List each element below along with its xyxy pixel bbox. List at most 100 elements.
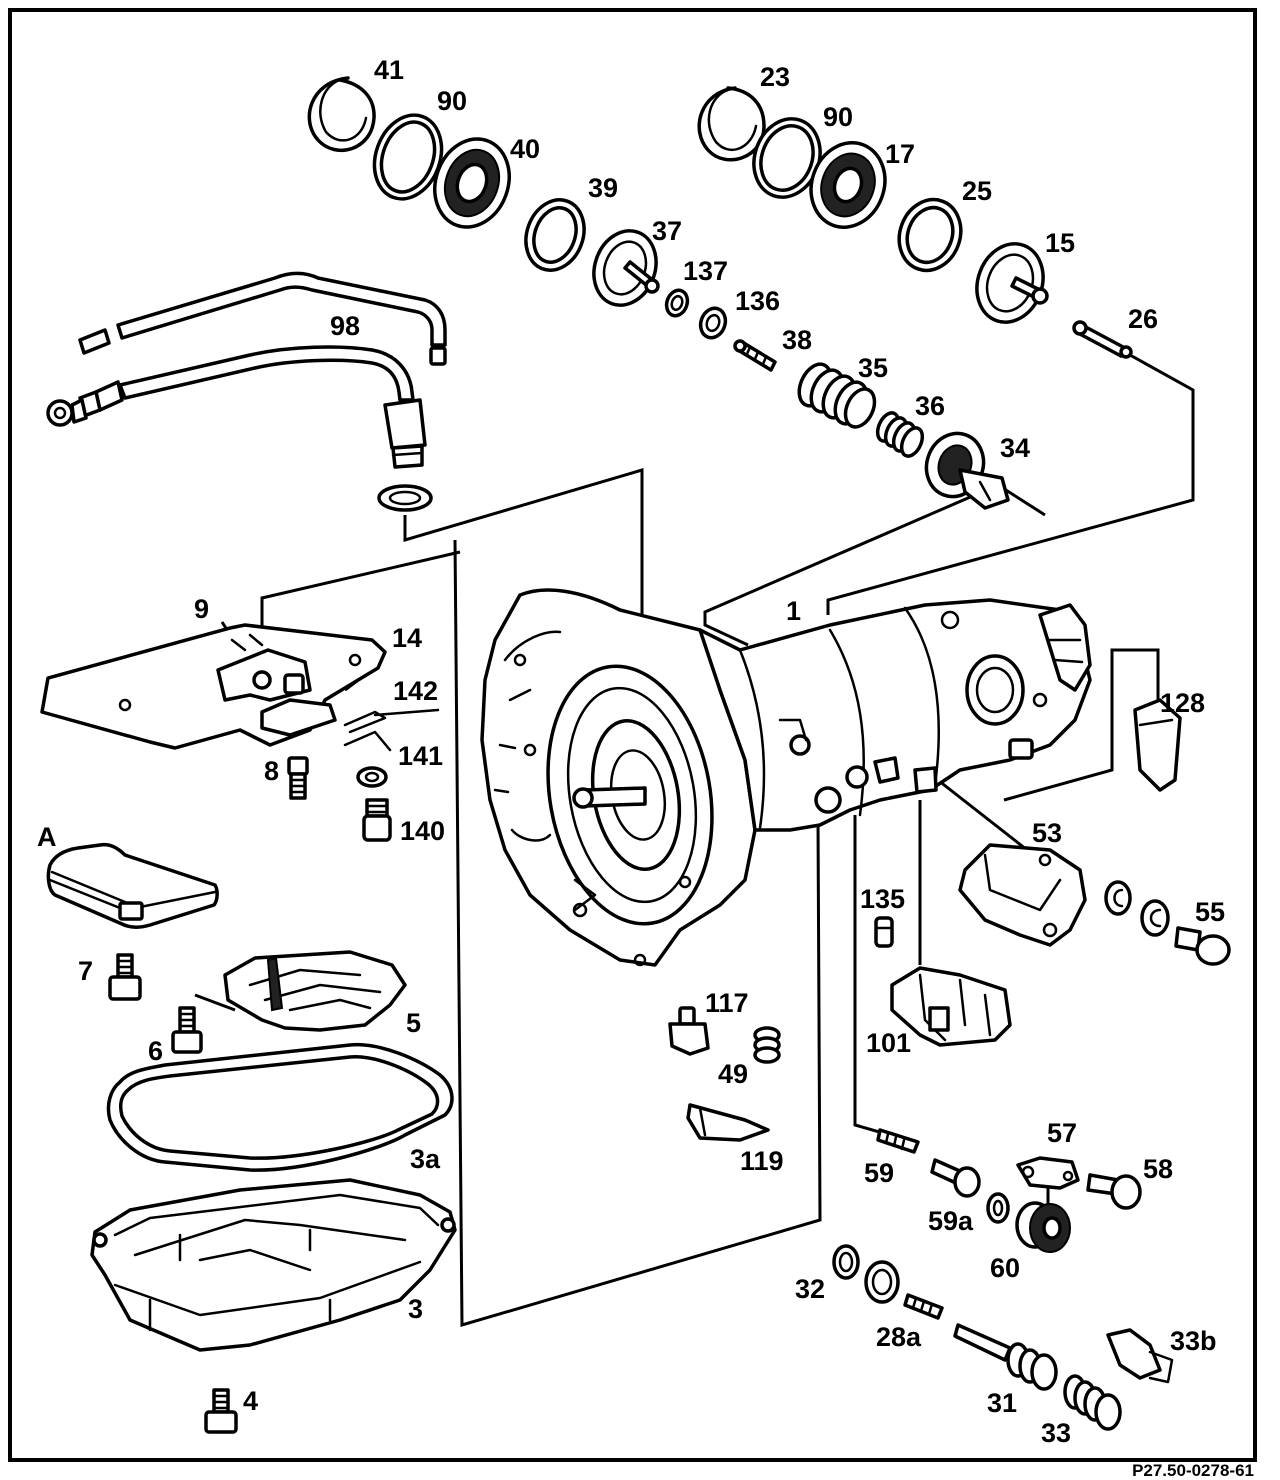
bearing-17: [809, 141, 887, 229]
label-41: 41: [374, 55, 404, 85]
valve-33b: [1106, 1328, 1174, 1384]
label-59: 59: [864, 1158, 894, 1188]
label-17: 17: [885, 139, 915, 169]
seal-39: [524, 198, 586, 272]
label-14: 14: [392, 623, 422, 653]
label-34: 34: [1000, 433, 1030, 463]
label-90-right: 90: [823, 102, 853, 132]
label-39: 39: [588, 173, 618, 203]
ring-32b: [864, 1260, 900, 1304]
connector-128: [1133, 698, 1182, 792]
plug-49: [753, 1026, 781, 1064]
filter-a: [46, 842, 219, 929]
transmission-housing-1: [480, 588, 1092, 967]
label-128: 128: [1160, 688, 1205, 718]
flange-15: [975, 242, 1049, 324]
output-flange-37: [592, 229, 660, 307]
label-23: 23: [760, 62, 790, 92]
snap-ring-23: [697, 86, 766, 162]
label-136: 136: [735, 286, 780, 316]
pin-38: [733, 339, 777, 372]
label-7: 7: [78, 956, 93, 986]
ring-60a: [986, 1192, 1010, 1224]
plate-57: [1016, 1156, 1080, 1190]
label-141: 141: [398, 741, 443, 771]
ring-c-53b: [1140, 899, 1170, 937]
label-49: 49: [718, 1059, 748, 1089]
figure-caption: P27.50-0278-61: [1132, 1461, 1254, 1480]
screw-140: [362, 798, 392, 842]
o-ring-90-right: [752, 117, 822, 199]
bolt-6: [171, 1006, 203, 1054]
clip-119: [686, 1103, 770, 1142]
label-90-left: 90: [437, 86, 467, 116]
governor-34: [924, 431, 1010, 510]
label-35: 35: [858, 353, 888, 383]
bearing-40: [433, 137, 511, 229]
valve-body-plate: [40, 623, 387, 750]
pin-59: [876, 1128, 920, 1154]
label-36: 36: [915, 391, 945, 421]
label-33: 33: [1041, 1418, 1071, 1448]
breather-hose: [78, 271, 447, 366]
label-33b: 33b: [1170, 1326, 1217, 1356]
label-6: 6: [148, 1036, 163, 1066]
bolt-26: [1072, 320, 1133, 359]
label-9: 9: [194, 594, 209, 624]
label-3a: 3a: [410, 1144, 441, 1174]
label-57: 57: [1047, 1118, 1077, 1148]
ring-c-53a: [1104, 880, 1132, 916]
label-38: 38: [782, 325, 812, 355]
valve-31: [953, 1323, 1058, 1391]
seal-ring-98: [377, 484, 433, 512]
nut-141: [356, 766, 388, 788]
label-140: 140: [400, 816, 445, 846]
label-59a: 59a: [928, 1206, 974, 1236]
spring-33: [1063, 1374, 1122, 1431]
label-3: 3: [408, 1294, 423, 1324]
spring-35: [797, 362, 877, 429]
label-37: 37: [652, 216, 682, 246]
sensor-117: [668, 1006, 710, 1056]
label-40: 40: [510, 134, 540, 164]
label-26: 26: [1128, 304, 1158, 334]
label-119: 119: [740, 1146, 784, 1176]
label-15: 15: [1045, 228, 1075, 258]
seal-25: [897, 197, 963, 273]
label-55: 55: [1195, 897, 1225, 927]
oil-pan-3: [90, 1178, 457, 1352]
ring-137: [664, 288, 690, 318]
label-8: 8: [264, 756, 279, 786]
screw-58: [1086, 1173, 1142, 1210]
pin-135: [874, 916, 894, 948]
label-101: 101: [866, 1028, 911, 1058]
label-98: 98: [330, 311, 360, 341]
valve-60: [1015, 1201, 1071, 1253]
label-135: 135: [860, 884, 905, 914]
part-labels: 41 90 40 39 37 137 136 38 35 36 34 23 90…: [37, 55, 1225, 1448]
label-142: 142: [393, 676, 438, 706]
pin-28a: [903, 1293, 944, 1320]
label-4: 4: [243, 1386, 258, 1416]
snap-ring-41: [307, 76, 376, 152]
label-32: 32: [795, 1274, 825, 1304]
ring-32: [832, 1244, 860, 1280]
piston-59a: [930, 1158, 981, 1198]
bolt-7: [108, 953, 142, 1001]
bolt-4: [204, 1388, 238, 1434]
label-58: 58: [1143, 1154, 1173, 1184]
label-60: 60: [990, 1253, 1020, 1283]
label-a: A: [37, 822, 57, 852]
bracket-142-141: [260, 698, 440, 752]
label-25: 25: [962, 176, 992, 206]
label-28a: 28a: [876, 1322, 922, 1352]
oil-dipstick-tube-98: [46, 345, 427, 469]
oil-filter-5: [223, 950, 407, 1032]
label-5: 5: [406, 1008, 421, 1038]
label-137: 137: [683, 256, 728, 286]
module-101: [890, 966, 1012, 1047]
ring-136: [698, 306, 728, 340]
label-117: 117: [705, 988, 749, 1018]
label-53: 53: [1032, 818, 1062, 848]
